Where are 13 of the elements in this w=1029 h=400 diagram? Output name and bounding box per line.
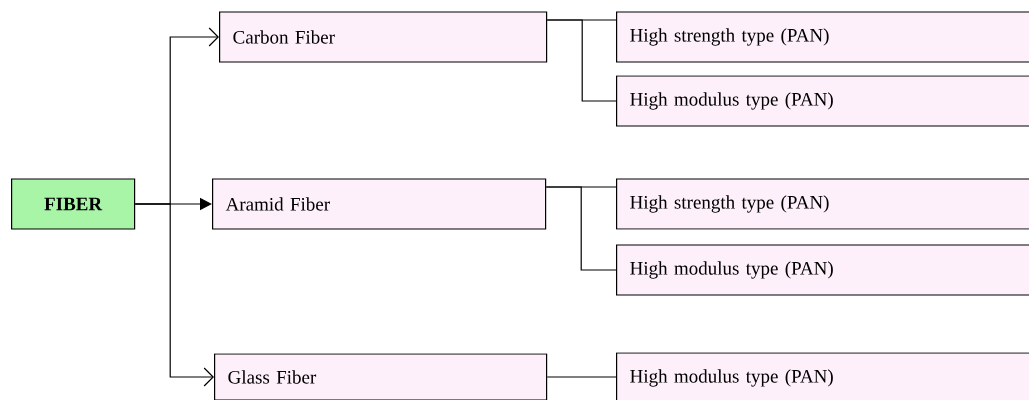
fiber-box: Carbon Fiber — [219, 11, 548, 63]
type-box: High modulus type (PAN) — [616, 75, 1029, 127]
arrow — [134, 203, 214, 387]
fiber-box: Glass Fiber — [214, 353, 548, 400]
connector-line — [546, 19, 617, 102]
type-box: High strength type (PAN) — [616, 178, 1029, 230]
connector-line — [545, 186, 617, 271]
type-box: High modulus type (PAN) — [616, 352, 1029, 400]
connector-line — [546, 376, 617, 378]
type-box: High strength type (PAN) — [616, 11, 1029, 63]
fiber-box: Aramid Fiber — [212, 178, 547, 230]
category-box: FIBER — [11, 178, 136, 230]
type-box: High modulus type (PAN) — [616, 244, 1029, 296]
